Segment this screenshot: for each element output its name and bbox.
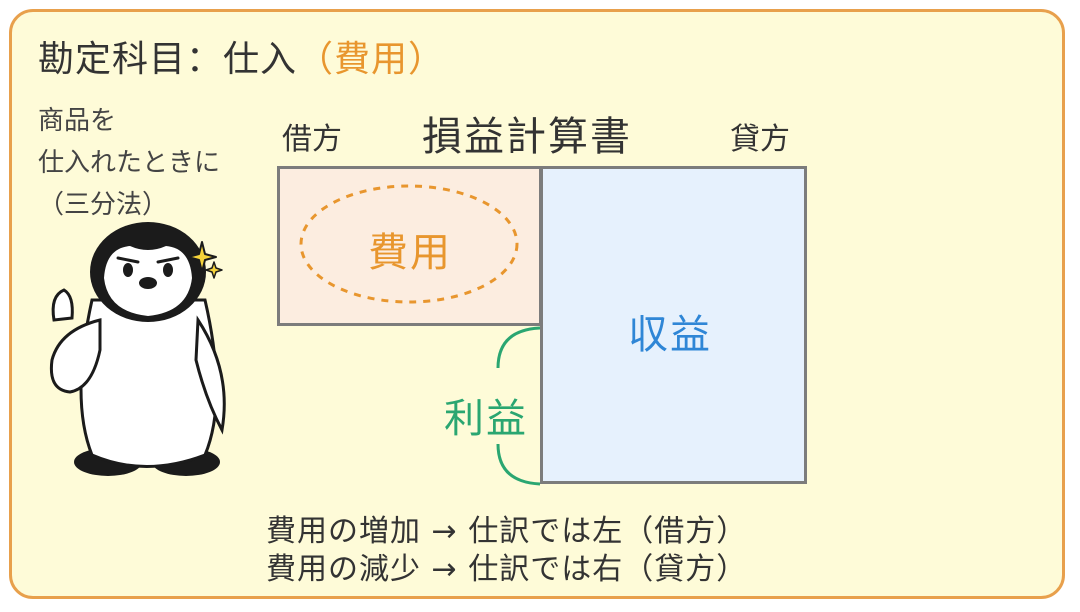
title-category: （費用） (297, 39, 446, 80)
credit-label: 貸方 (730, 122, 790, 157)
page-title: 勘定科目：仕入（費用） (38, 30, 445, 82)
note-line: 商品を (38, 106, 117, 136)
expense-label: 費用 (368, 230, 452, 276)
expense-highlight-ellipse (299, 184, 519, 304)
profit-bracket (496, 326, 541, 486)
context-note: 商品を 仕入れたときに （三分法） (38, 100, 220, 226)
statement-title: 損益計算書 (422, 114, 632, 160)
expense-box (277, 166, 542, 326)
rule-increase: 費用の増加 → 仕訳では左（借方） (266, 514, 748, 549)
rule-decrease: 費用の減少 → 仕訳では右（貸方） (266, 552, 748, 587)
revenue-box (540, 166, 807, 484)
note-line: （三分法） (38, 190, 169, 220)
debit-label: 借方 (282, 122, 342, 157)
title-prefix: 勘定科目：仕入 (38, 39, 298, 80)
profit-label: 利益 (444, 396, 528, 442)
note-line: 仕入れたときに (38, 148, 221, 178)
revenue-label: 収益 (628, 312, 712, 358)
